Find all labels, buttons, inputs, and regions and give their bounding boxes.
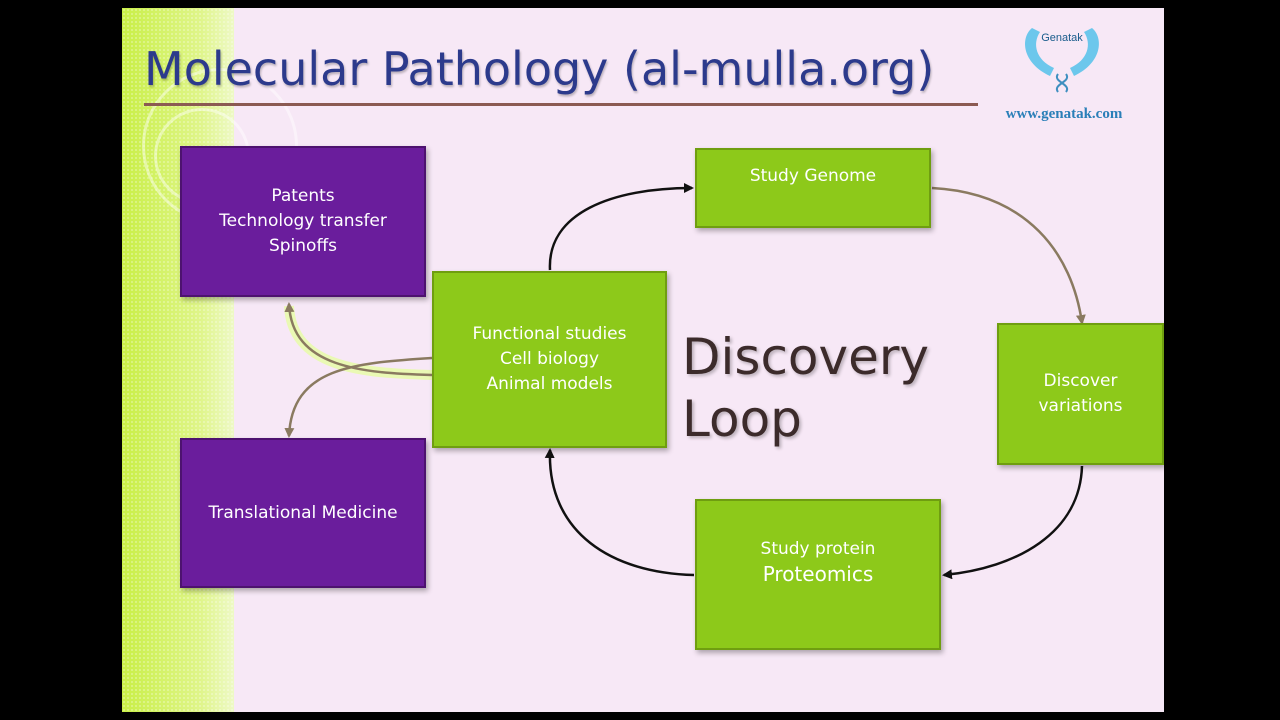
node-patents-line-2: Technology transfer (219, 211, 387, 231)
node-study-protein: Study protein Proteomics (695, 499, 941, 650)
node-protein-line-2: Proteomics (762, 562, 874, 586)
node-variations-line-2: variations (1038, 396, 1123, 416)
diagram-arrows (284, 183, 1086, 580)
arrow-protein-to-functional (544, 448, 695, 577)
loop-label-line-1: Discovery (682, 328, 930, 386)
node-functional-line-3: Animal models (486, 374, 613, 394)
node-genome-line-1: Study Genome (749, 166, 877, 186)
logo-url[interactable]: www.genatak.com (1005, 106, 1123, 122)
node-translational-medicine-line-1: Translational Medicine (208, 502, 398, 523)
slide-title: Molecular Pathology (al-mulla.org) (144, 42, 935, 96)
node-functional-line-2: Cell biology (499, 349, 600, 369)
node-discover-variations: Discover variations (997, 323, 1164, 465)
logo-name: Genatak (1041, 32, 1083, 44)
node-study-genome: Study Genome (695, 148, 931, 228)
node-patents: Patents Technology transfer Spinoffs (180, 146, 426, 297)
node-variations-line-1: Discover (1043, 371, 1118, 391)
node-functional-line-1: Functional studies (472, 324, 627, 344)
hands-icon (1025, 28, 1099, 93)
title-divider (144, 103, 978, 106)
node-translational-medicine: Translational Medicine (180, 438, 426, 588)
slide: Molecular Pathology (al-mulla.org) Genat… (122, 8, 1164, 712)
arrow-variations-to-protein (942, 465, 1084, 580)
discovery-loop-label: Discovery Loop (682, 326, 929, 450)
node-protein-line-1: Study protein (760, 539, 876, 559)
arrow-functional-to-patents (284, 302, 433, 377)
arrow-functional-to-genome (548, 183, 694, 271)
node-patents-line-3: Spinoffs (268, 236, 338, 256)
genatak-logo: Genatak www.genatak.com (984, 18, 1144, 128)
arrow-genome-to-variations (931, 186, 1086, 325)
loop-label-line-2: Loop (682, 390, 802, 448)
arrow-functional-to-translational (284, 356, 433, 438)
node-patents-line-1: Patents (271, 186, 335, 206)
node-functional-studies: Functional studies Cell biology Animal m… (432, 271, 667, 448)
